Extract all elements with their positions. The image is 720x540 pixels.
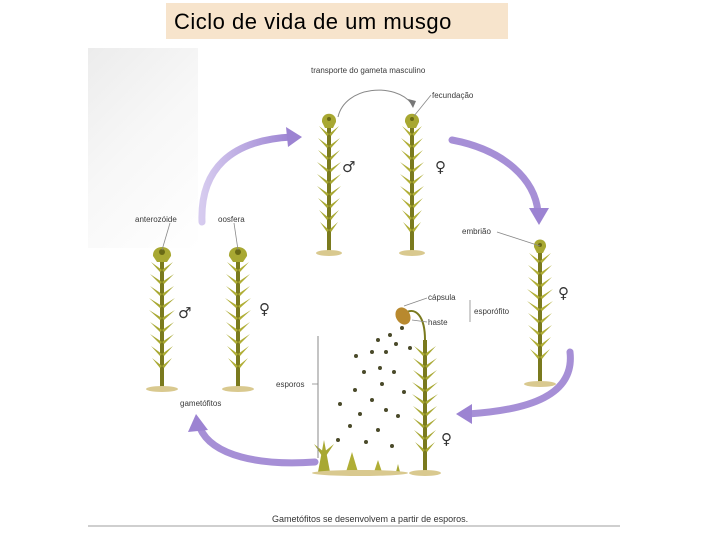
plant-left-female: [222, 247, 254, 392]
label-sporophyte: esporófito: [474, 307, 510, 316]
young-gametophytes: [312, 440, 408, 476]
arrow-head-sporophyte: [529, 208, 549, 225]
bottom-divider: [88, 525, 620, 527]
label-stalk: haste: [428, 318, 448, 327]
plant-mature-sporophyte: [395, 307, 441, 476]
label-oosphere: oosfera: [218, 215, 245, 224]
label-spores: esporos: [276, 380, 304, 389]
label-capsule: cápsula: [428, 293, 456, 302]
arrow-head-gametophytes: [188, 414, 208, 432]
label-transport: transporte do gameta masculino: [311, 66, 426, 75]
gamete-transport-line: [337, 89, 413, 118]
arrow-to-top-pair: [198, 133, 296, 226]
arrow-head-spores: [456, 404, 472, 424]
female-symbol-bottom: ♀: [441, 430, 452, 448]
arrow-to-gametophytes: [196, 424, 319, 467]
female-symbol-sporophyte: ♀: [558, 284, 569, 302]
arrow-to-spores: [464, 348, 574, 418]
male-symbol-top: ♂: [342, 158, 355, 176]
diagram-caption: Gametófitos se desenvolvem a partir de e…: [272, 514, 468, 524]
arrow-head-top-pair: [286, 127, 302, 147]
male-symbol-left: ♂: [178, 304, 191, 322]
plant-right-sporophyte: [524, 239, 556, 387]
label-gametophytes: gametófitos: [180, 399, 221, 408]
female-symbol-left: ♀: [259, 300, 270, 318]
label-fertilization: fecundação: [432, 91, 474, 100]
plant-top-female: [399, 113, 425, 256]
spore-dots: [336, 326, 412, 448]
arrow-to-sporophyte: [448, 136, 542, 216]
gamete-transport-arrowhead: [408, 99, 416, 108]
plant-top-male: [316, 113, 342, 256]
female-symbol-top: ♀: [435, 158, 446, 176]
panel-shading: [88, 48, 198, 248]
diagram-title: Ciclo de vida de um musgo: [166, 3, 508, 39]
label-embryo: embrião: [462, 227, 491, 236]
label-antherozoid: anterozóide: [135, 215, 177, 224]
plant-left-male: [146, 247, 178, 392]
